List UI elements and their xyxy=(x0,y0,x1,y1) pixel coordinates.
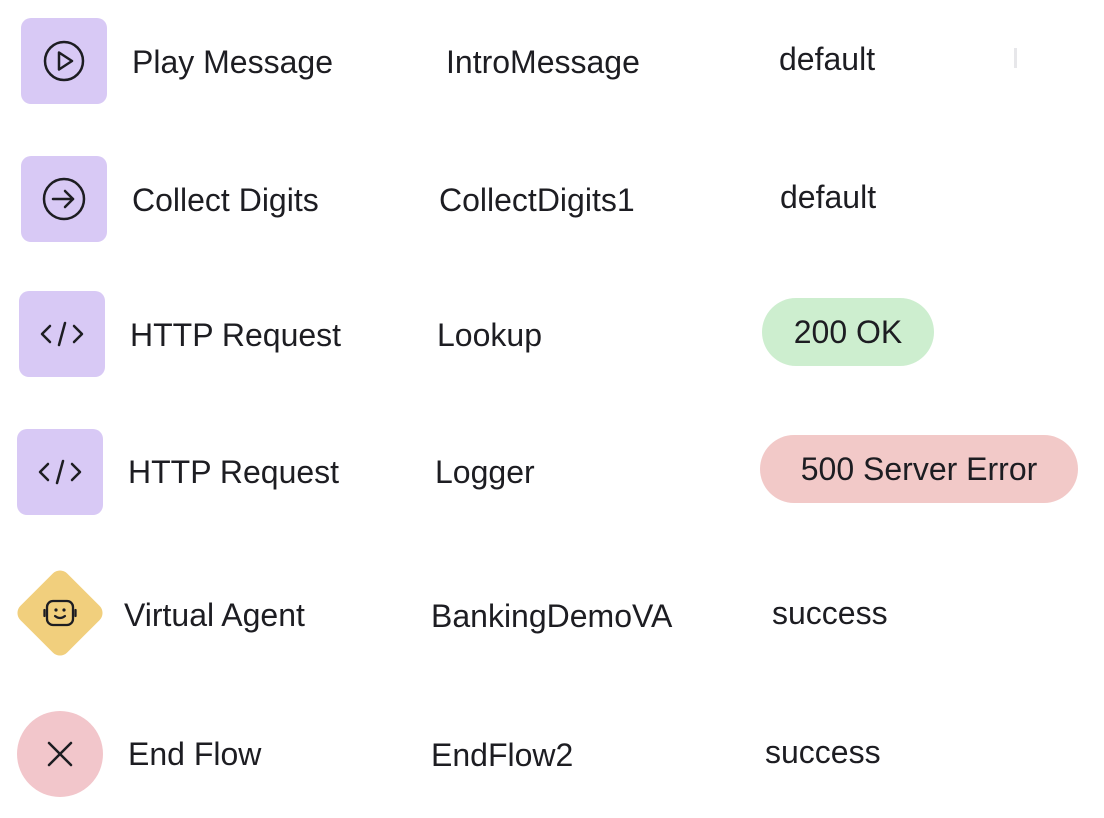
step-name-label: Lookup xyxy=(437,317,542,353)
flow-step-row[interactable]: HTTP Request Lookup 200 OK xyxy=(0,274,1104,384)
code-icon xyxy=(40,321,84,347)
step-name-label: Logger xyxy=(435,454,535,490)
step-type-label: Collect Digits xyxy=(132,182,319,218)
arrow-right-circle-icon xyxy=(42,177,86,221)
flow-step-row[interactable]: Virtual Agent BankingDemoVA success xyxy=(0,558,1104,668)
step-name-label: EndFlow2 xyxy=(431,737,574,773)
flow-step-row[interactable]: Collect Digits CollectDigits1 default xyxy=(0,138,1104,248)
play-message-icon-tile xyxy=(21,18,107,104)
step-name-label: BankingDemoVA xyxy=(431,598,673,634)
flow-step-row[interactable]: HTTP Request Logger 500 Server Error xyxy=(0,412,1104,522)
collect-digits-icon-tile xyxy=(21,156,107,242)
end-flow-icon-tile xyxy=(17,711,103,797)
step-name-label: CollectDigits1 xyxy=(439,182,635,218)
step-type-label: Virtual Agent xyxy=(124,597,305,633)
close-icon xyxy=(47,741,73,767)
play-icon xyxy=(43,40,85,82)
http-request-icon-tile xyxy=(19,291,105,377)
step-type-label: HTTP Request xyxy=(130,317,342,353)
step-result-label: success xyxy=(765,734,881,770)
step-type-label: HTTP Request xyxy=(128,454,340,490)
code-icon xyxy=(38,459,82,485)
step-result-label: success xyxy=(772,595,888,631)
step-type-label: Play Message xyxy=(132,44,333,80)
flow-step-row[interactable]: End Flow EndFlow2 success xyxy=(0,698,1104,808)
http-request-icon-tile xyxy=(17,429,103,515)
status-badge-error: 500 Server Error xyxy=(760,435,1078,503)
virtual-agent-icon-tile xyxy=(11,564,109,662)
bot-face-icon xyxy=(43,599,77,627)
cutoff-artifact xyxy=(1014,48,1017,68)
step-result-label: default xyxy=(780,179,877,215)
step-type-label: End Flow xyxy=(128,736,262,772)
step-name-label: IntroMessage xyxy=(446,44,640,80)
step-result-label: default xyxy=(779,41,876,77)
flow-step-row[interactable]: Play Message IntroMessage default xyxy=(0,0,1104,110)
status-badge-success: 200 OK xyxy=(762,298,934,366)
